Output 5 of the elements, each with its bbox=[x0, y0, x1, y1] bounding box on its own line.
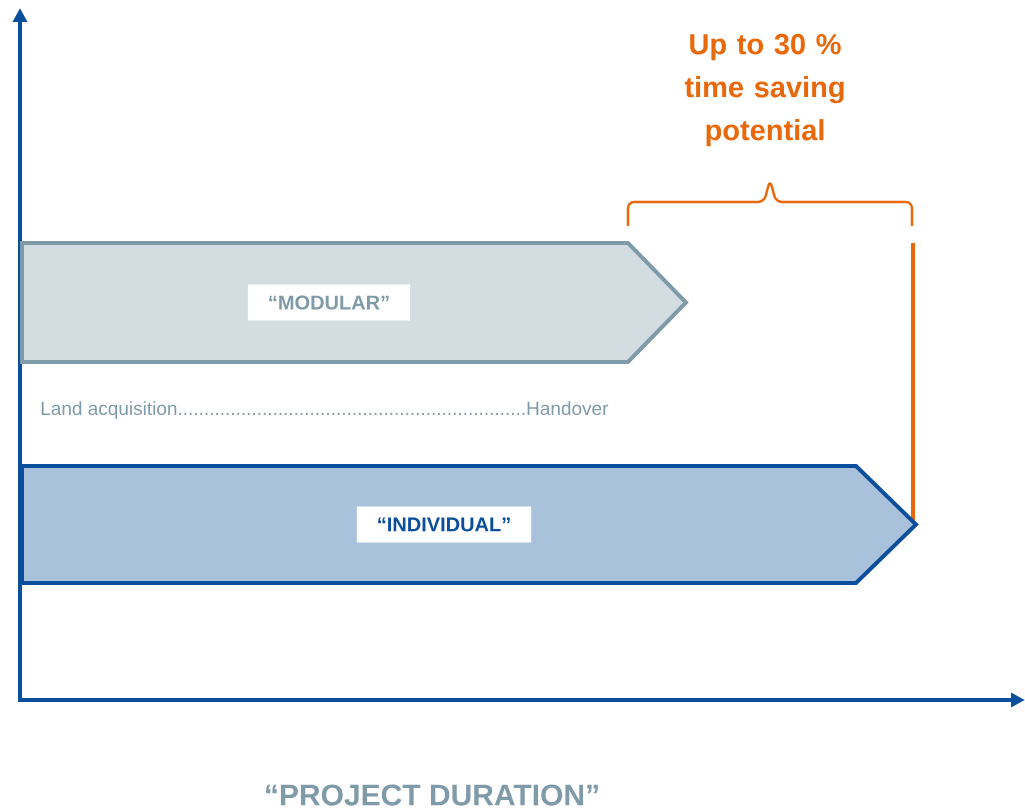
individual-bar: “INDIVIDUAL” bbox=[20, 464, 919, 585]
callout-text: Up to 30 % time saving potential bbox=[684, 33, 844, 147]
axis-title: “PROJECT DURATION” bbox=[266, 784, 598, 806]
timeline-text: Land acquisition..................................................................Handover bbox=[41, 401, 609, 419]
modular-bar: “MODULAR” bbox=[20, 241, 689, 364]
